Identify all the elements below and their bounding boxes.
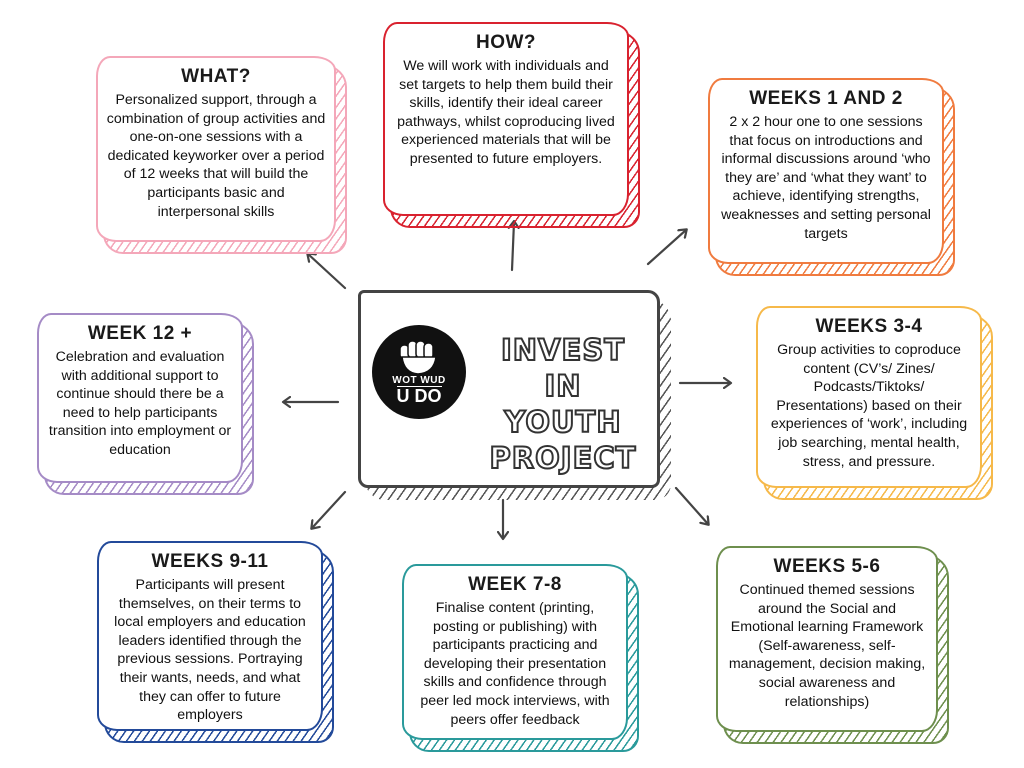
arrow-to-weeks-5-6 xyxy=(674,486,708,524)
box-what-title: WHAT? xyxy=(181,66,251,87)
box-weeks-1-2: WEEKS 1 AND 2 2 x 2 hour one to one sess… xyxy=(708,78,955,276)
logo-line2: U DO xyxy=(396,386,442,406)
center-title: INVEST IN YOUTH PROJECT xyxy=(483,332,643,476)
box-weeks-1-2-text: 2 x 2 hour one to one sessions that focu… xyxy=(721,114,931,242)
box-week-12: WEEK 12 + Celebration and evaluation wit… xyxy=(37,313,254,495)
box-what: WHAT? Personalized support, through a co… xyxy=(96,56,347,254)
box-how-text: We will work with individuals and set ta… xyxy=(397,58,615,167)
center-title-line3: PROJECT xyxy=(489,440,637,476)
box-how: HOW? We will work with individuals and s… xyxy=(383,22,640,228)
box-weeks-5-6-title: WEEKS 5-6 xyxy=(773,556,881,577)
box-what-text: Personalized support, through a combinat… xyxy=(106,92,326,220)
arrow-to-weeks-9-11 xyxy=(312,490,347,528)
arrow-to-what xyxy=(308,254,347,290)
box-week-7-8: WEEK 7-8 Finalise content (printing, pos… xyxy=(402,564,639,752)
box-weeks-3-4-text: Group activities to coproduce content (C… xyxy=(770,342,968,470)
center-title-line2: IN YOUTH xyxy=(503,368,622,440)
wot-wud-u-do-logo: WOT WUD U DO xyxy=(372,325,466,419)
box-week-12-title: WEEK 12 + xyxy=(87,323,193,344)
box-weeks-3-4-title: WEEKS 3-4 xyxy=(815,316,923,337)
box-week-7-8-text: Finalise content (printing, posting or p… xyxy=(420,600,610,728)
logo-line1: WOT WUD xyxy=(392,375,446,386)
box-weeks-3-4: WEEKS 3-4 Group activities to coproduce … xyxy=(756,306,993,500)
box-week-7-8-title: WEEK 7-8 xyxy=(468,574,562,595)
arrow-to-how xyxy=(512,222,514,272)
box-weeks-9-11-title: WEEKS 9-11 xyxy=(151,551,269,572)
box-weeks-9-11-text: Participants will present themselves, on… xyxy=(114,577,306,724)
fist-icon xyxy=(399,340,437,375)
box-week-12-text: Celebration and evaluation with addition… xyxy=(48,349,232,458)
box-weeks-5-6-text: Continued themed sessions around the Soc… xyxy=(728,582,926,710)
center-title-line1: INVEST xyxy=(500,332,625,368)
box-weeks-5-6: WEEKS 5-6 Continued themed sessions arou… xyxy=(716,546,949,744)
box-how-title: HOW? xyxy=(475,32,537,53)
arrow-to-weeks-1-2 xyxy=(646,230,686,266)
box-weeks-9-11: WEEKS 9-11 Participants will present the… xyxy=(97,541,334,743)
box-weeks-1-2-title: WEEKS 1 AND 2 xyxy=(749,88,903,109)
